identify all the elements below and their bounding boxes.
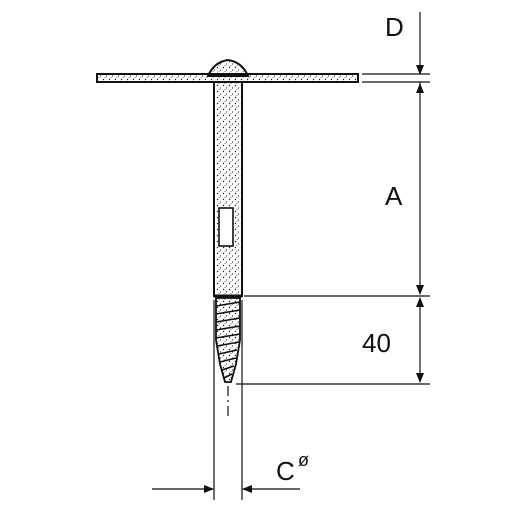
diameter-symbol: ø (298, 450, 309, 470)
dimension-40-label: 40 (362, 328, 391, 358)
dimension-40: 40 (362, 297, 424, 383)
dimension-d: D (385, 12, 424, 88)
dowel-body (213, 81, 243, 298)
dimension-a-label: A (385, 181, 403, 211)
dimension-d-label: D (385, 12, 404, 42)
screw-head (204, 58, 252, 77)
dimension-a: A (385, 83, 424, 295)
dimension-c: C ø (152, 450, 309, 493)
bore-lines (213, 300, 243, 500)
screw-thread (215, 297, 241, 383)
dimension-c-label: C (276, 456, 295, 486)
extension-lines (236, 73, 430, 385)
